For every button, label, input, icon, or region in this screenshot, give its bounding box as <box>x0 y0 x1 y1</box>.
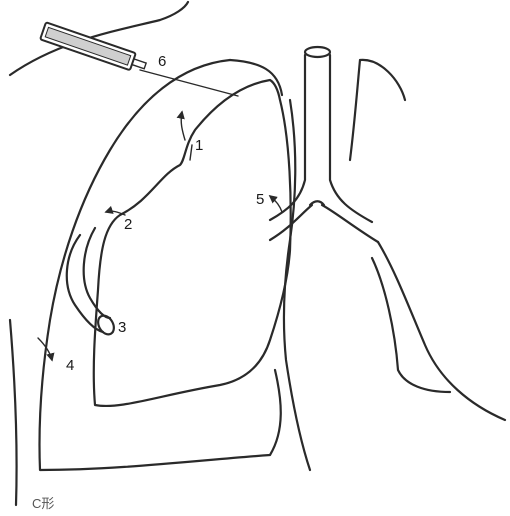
right-upper-outline <box>350 60 405 160</box>
label-3: 3 <box>118 319 126 336</box>
right-lower-outline <box>372 258 450 392</box>
label-4: 4 <box>66 357 74 374</box>
arrow-5 <box>270 196 282 212</box>
apex-line <box>230 60 282 95</box>
syringe <box>40 22 148 74</box>
chest-wall-outline <box>39 60 280 470</box>
right-lung-outline <box>378 242 505 420</box>
arrow-1 <box>181 112 185 140</box>
label-1: 1 <box>195 137 203 154</box>
trachea-opening <box>305 47 330 57</box>
corner-mark: C形 <box>32 496 54 511</box>
arrow-1-b <box>190 145 192 160</box>
label-2: 2 <box>124 216 132 233</box>
label-5: 5 <box>256 191 264 208</box>
chest-tube-opening <box>95 313 117 337</box>
trachea <box>270 55 372 222</box>
lower-chest-wall <box>10 320 17 505</box>
needle <box>140 70 238 96</box>
label-6: 6 <box>158 53 166 70</box>
